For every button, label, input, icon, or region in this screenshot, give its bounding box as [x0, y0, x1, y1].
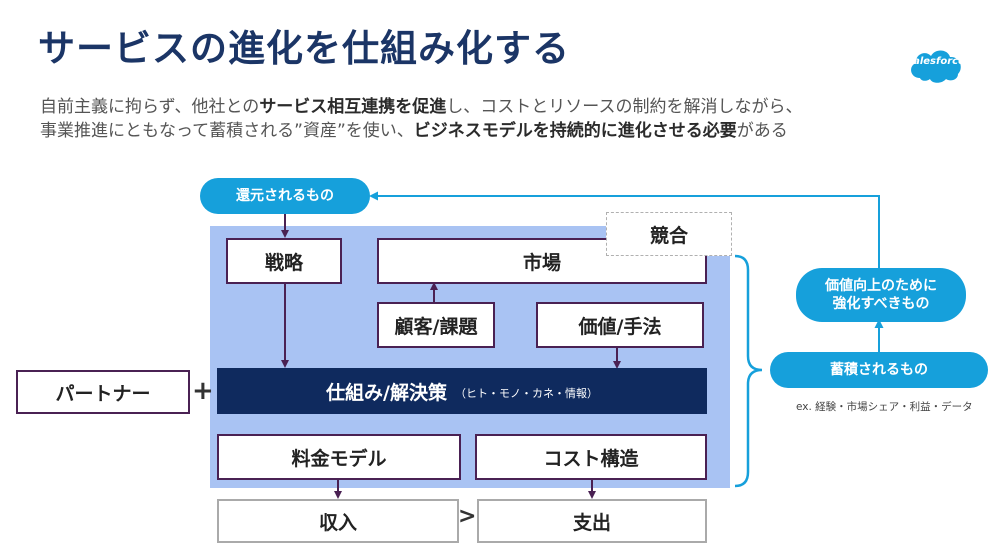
expense-box: 支出 [477, 499, 707, 543]
revenue-box: 収入 [217, 499, 459, 543]
salesforce-logo [911, 50, 961, 83]
plus-sign: + [192, 376, 214, 406]
cost-structure-box: コスト構造 [475, 434, 707, 480]
value-box: 価値/手法 [536, 302, 704, 348]
solution-sublabel: （ヒト・モノ・カネ・情報） [454, 387, 598, 400]
description-line-1: 自前主義に拘らず、他社とのサービス相互連携を促進し、コストとリソースの制約を解消… [40, 97, 803, 117]
returned-pill: 還元されるもの [200, 178, 370, 214]
partner-box: パートナー [16, 370, 190, 414]
value-up-pill: 価値向上のために 強化すべきもの [796, 268, 966, 322]
brace [734, 254, 763, 488]
customer-box: 顧客/課題 [377, 302, 495, 348]
example-text: ex. 経験・市場シェア・利益・データ [796, 401, 973, 413]
greater-than-sign: > [458, 504, 477, 529]
accumulated-pill: 蓄積されるもの [770, 352, 988, 388]
strategy-box: 戦略 [226, 238, 342, 284]
page-title: サービスの進化を仕組み化する [38, 27, 570, 70]
competition-box: 競合 [606, 212, 732, 256]
pricing-model-box: 料金モデル [217, 434, 461, 480]
description-line-2: 事業推進にともなって蓄積される”資産”を使い、ビジネスモデルを持続的に進化させる… [40, 121, 788, 141]
solution-box: 仕組み/解決策 （ヒト・モノ・カネ・情報） [217, 368, 707, 414]
salesforce-logo-text: salesforce [907, 56, 965, 67]
feedback-line-top [369, 191, 880, 268]
solution-label: 仕組み/解決策 [326, 381, 447, 404]
